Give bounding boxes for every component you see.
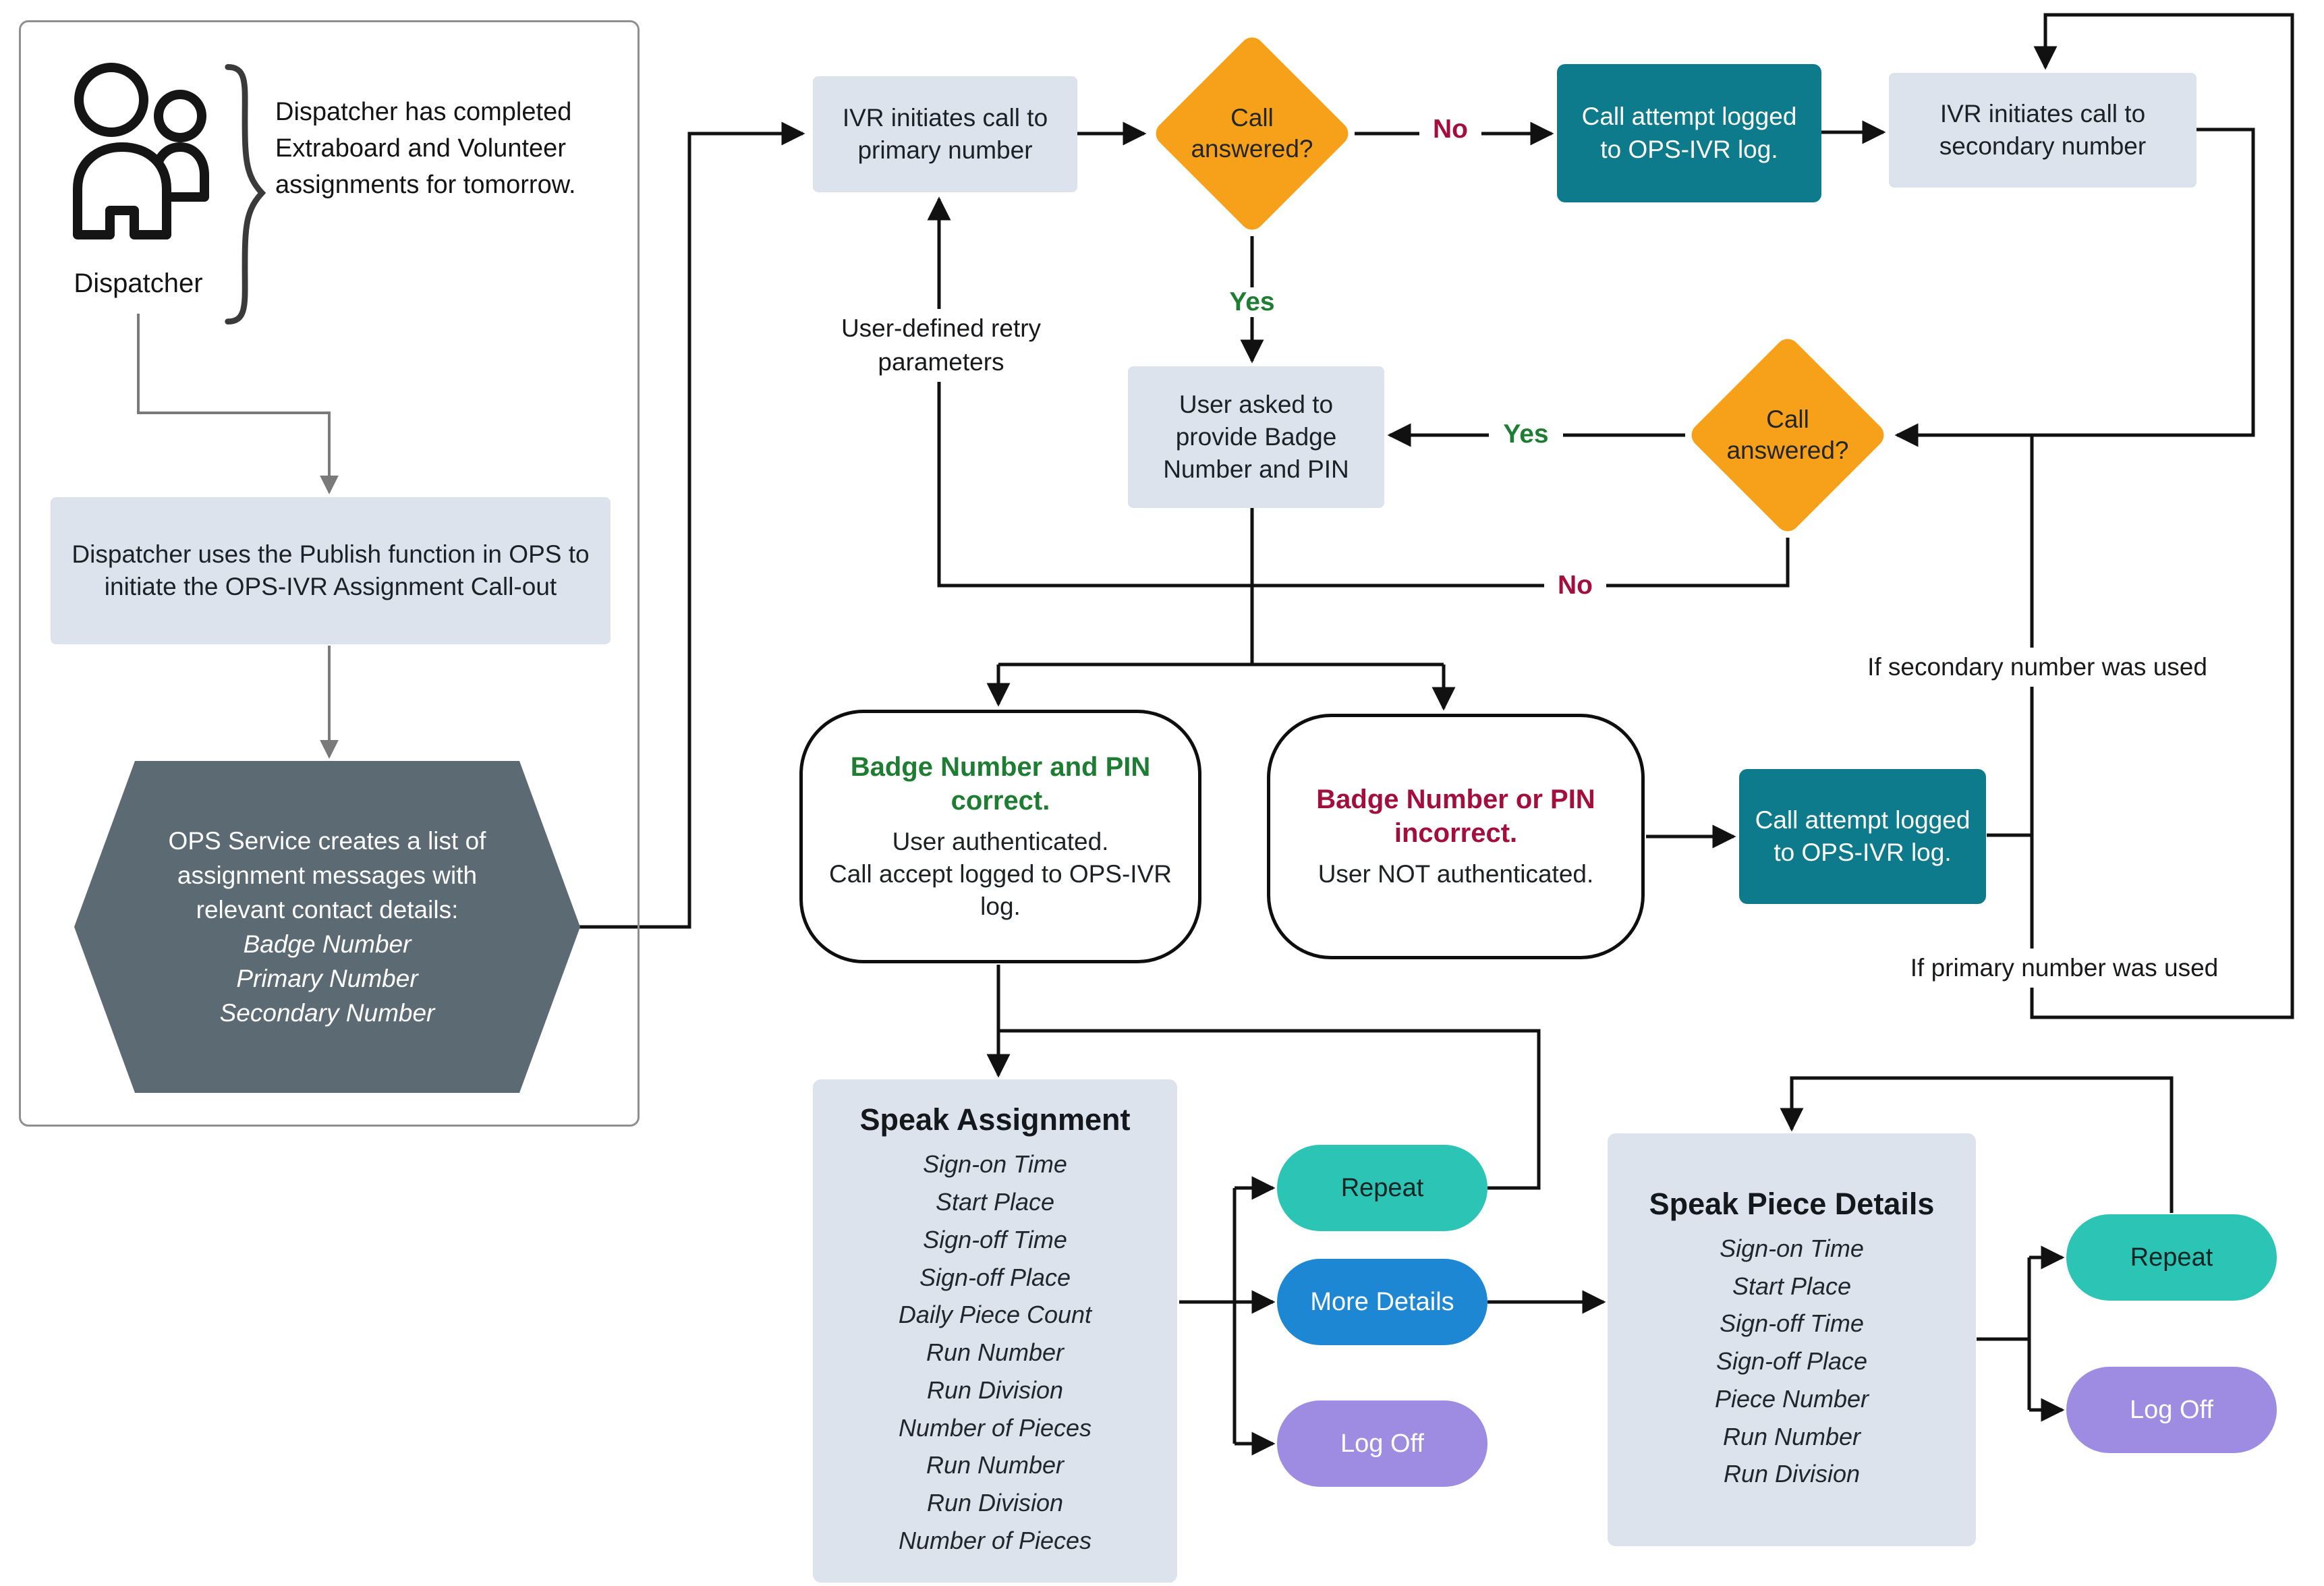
- dispatcher-note: Dispatcher has completed Extraboard and …: [275, 98, 576, 199]
- log-off-button-1: Log Off: [1277, 1400, 1487, 1487]
- repeat-button-2: Repeat: [2066, 1214, 2277, 1301]
- piece-item: Run Number: [1722, 1422, 1861, 1450]
- more-details-button: More Details: [1277, 1259, 1487, 1345]
- assignment-item: Daily Piece Count: [898, 1301, 1092, 1329]
- hexagon-intro: OPS Service creates a list of assignment…: [168, 826, 486, 924]
- log-off-button-2: Log Off: [2066, 1367, 2277, 1453]
- assignment-item: Start Place: [935, 1187, 1055, 1216]
- piece-item: Run Division: [1723, 1460, 1861, 1488]
- ops-service-hexagon: OPS Service creates a list of assignment…: [74, 761, 580, 1093]
- assignment-item: Run Division: [926, 1489, 1064, 1517]
- edge-label-yes-2: Yes: [1489, 420, 1563, 449]
- hexagon-detail-secondary: Secondary Number: [219, 999, 435, 1027]
- secondary-used-label: If secondary number was used: [1821, 648, 2253, 687]
- assignment-item: Run Number: [926, 1451, 1065, 1479]
- repeat-button-1: Repeat: [1277, 1145, 1487, 1231]
- speak-assignment-box: Speak Assignment Sign-on Time Start Plac…: [813, 1079, 1177, 1583]
- dispatcher-icon: [73, 63, 209, 239]
- ask-badge-pin-box: User asked to provide Badge Number and P…: [1128, 366, 1384, 508]
- piece-item: Start Place: [1732, 1272, 1852, 1300]
- assignment-item: Sign-on Time: [923, 1150, 1067, 1179]
- speak-assignment-title: Speak Assignment: [859, 1102, 1131, 1137]
- speak-piece-details-box: Speak Piece Details Sign-on Time Start P…: [1608, 1133, 1976, 1546]
- hexagon-detail-badge: Badge Number: [243, 930, 412, 958]
- retry-parameters-label: User-defined retry parameters: [796, 309, 1086, 382]
- ivr-secondary-call-box: IVR initiates call to secondary number: [1889, 73, 2197, 188]
- piece-item: Piece Number: [1714, 1384, 1869, 1413]
- edge-label-no-1: No: [1419, 115, 1481, 144]
- auth-failure-title: Badge Number or PIN incorrect.: [1316, 784, 1595, 848]
- call-attempt-logged-box-mid: Call attempt logged to OPS-IVR log.: [1739, 769, 1986, 904]
- assignment-item: Number of Pieces: [898, 1527, 1092, 1555]
- primary-used-label: If primary number was used: [1848, 948, 2280, 988]
- assignment-item: Run Division: [926, 1376, 1064, 1404]
- dispatcher-panel: [19, 20, 640, 1127]
- ivr-primary-call-box: IVR initiates call to primary number: [813, 76, 1077, 192]
- auth-success-line2: Call accept logged to OPS-IVR log.: [829, 859, 1172, 921]
- dispatcher-label: Dispatcher: [74, 268, 203, 298]
- brace-icon: [225, 64, 266, 324]
- call-answered-label-2: Call answered?: [1726, 405, 1849, 464]
- piece-item: Sign-off Place: [1716, 1347, 1868, 1376]
- speak-piece-title: Speak Piece Details: [1649, 1186, 1935, 1221]
- edge-label-no-2: No: [1544, 571, 1606, 600]
- assignment-item: Sign-off Time: [923, 1225, 1067, 1253]
- piece-item: Sign-off Time: [1720, 1309, 1864, 1338]
- assignment-item: Sign-off Place: [919, 1263, 1071, 1291]
- hexagon-detail-primary: Primary Number: [236, 965, 418, 993]
- auth-success-node: Badge Number and PIN correct. User authe…: [799, 710, 1201, 963]
- auth-failure-node: Badge Number or PIN incorrect. User NOT …: [1267, 714, 1645, 959]
- auth-success-line1: User authenticated.: [892, 827, 1109, 855]
- assignment-item: Number of Pieces: [898, 1413, 1092, 1442]
- call-attempt-logged-box-top: Call attempt logged to OPS-IVR log.: [1557, 64, 1821, 202]
- edge-label-yes-1: Yes: [1215, 287, 1289, 317]
- auth-failure-line1: User NOT authenticated.: [1317, 859, 1594, 888]
- publish-step-box: Dispatcher uses the Publish function in …: [51, 497, 611, 644]
- auth-success-title: Badge Number and PIN correct.: [850, 752, 1151, 816]
- assignment-item: Run Number: [926, 1338, 1065, 1367]
- flow-connectors: [579, 13, 2294, 1456]
- piece-item: Sign-on Time: [1720, 1234, 1864, 1262]
- call-answered-label-1: Call answered?: [1191, 103, 1313, 163]
- panel-connectors: [137, 314, 339, 759]
